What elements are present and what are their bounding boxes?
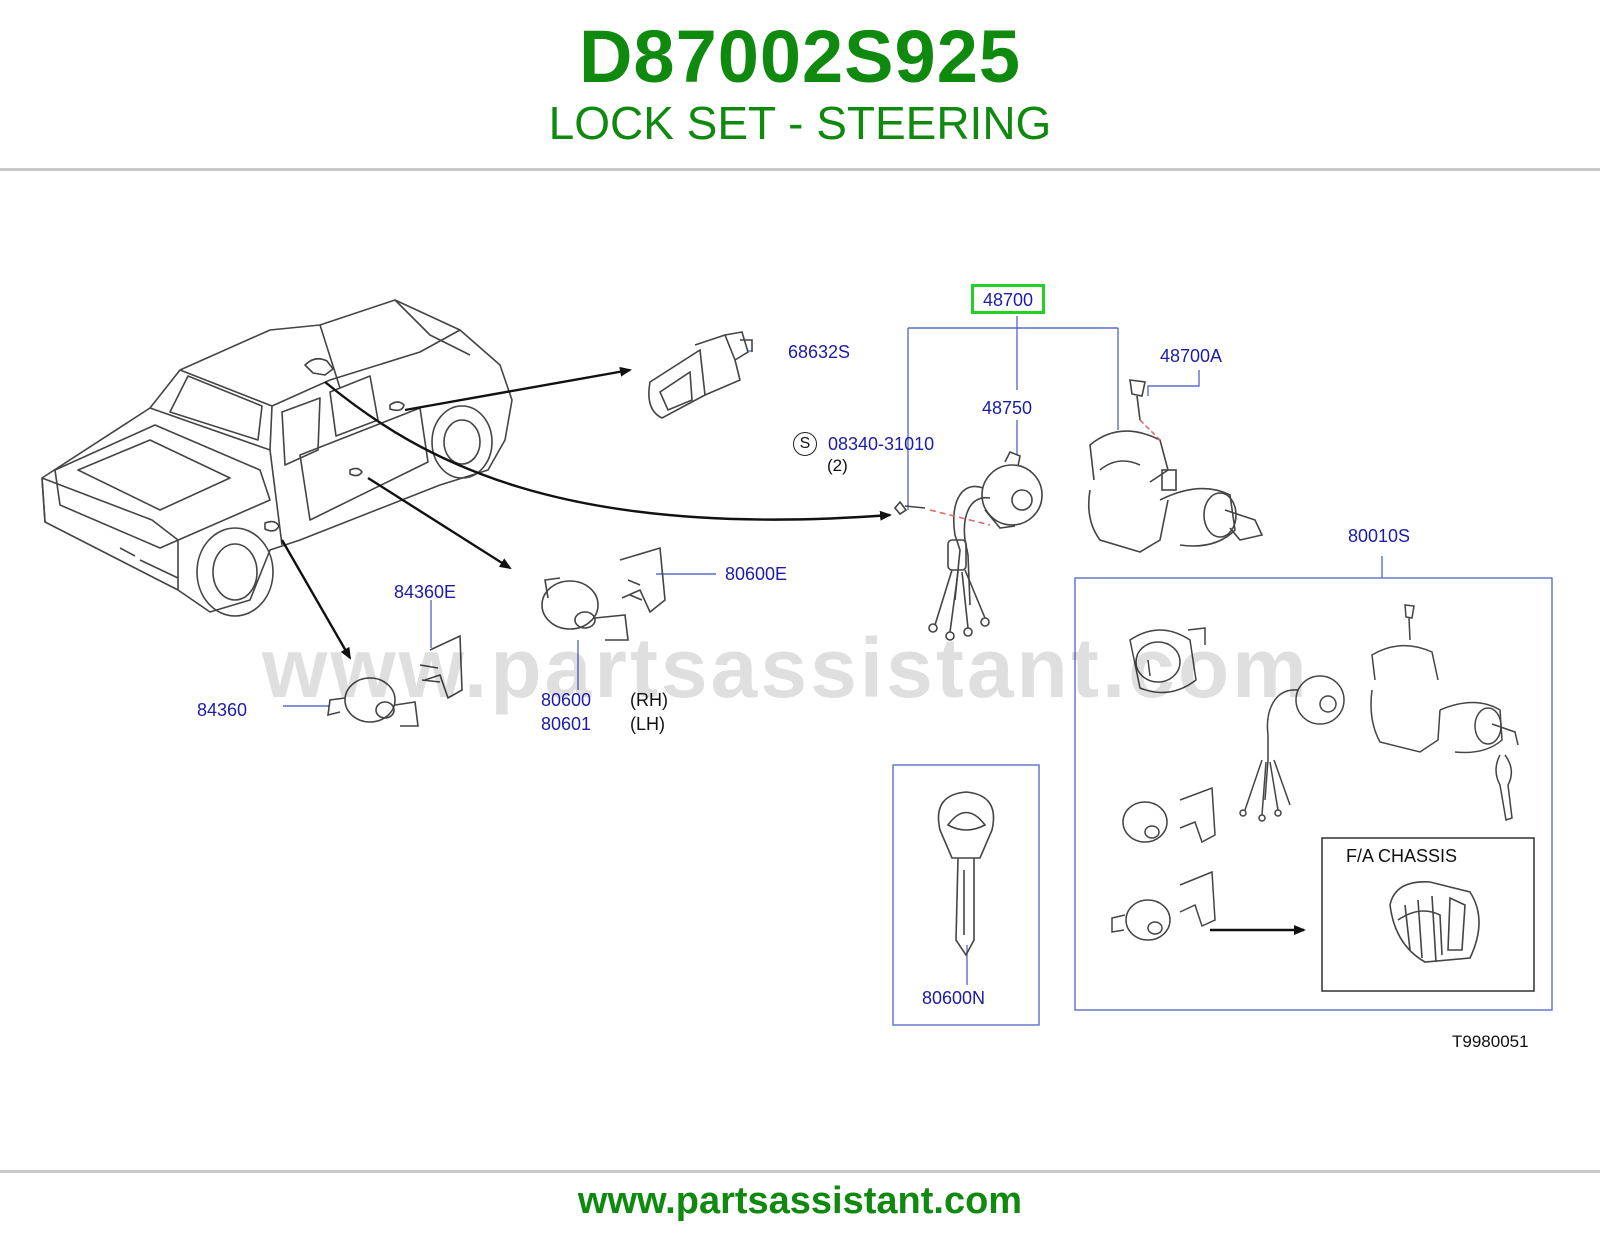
part-48700A-illustration [1087, 379, 1264, 553]
part-84360-illustration [327, 634, 463, 727]
callout-lines [283, 316, 1383, 985]
part-label-80600[interactable]: 80600 [541, 690, 592, 710]
part-label-80010S[interactable]: 80010S [1348, 526, 1411, 546]
diagram-title: LOCK SET - STEERING [548, 97, 1052, 149]
part-side-80600: (RH) [630, 690, 668, 710]
part-label-48700A[interactable]: 48700A [1160, 346, 1223, 366]
part-label-84360E[interactable]: 84360E [394, 582, 457, 602]
footer-divider [0, 1170, 1600, 1173]
part-label-80600N[interactable]: 80600N [922, 988, 986, 1008]
part-label-68632S[interactable]: 68632S [788, 342, 851, 362]
part-label-80600E[interactable]: 80600E [725, 564, 788, 584]
part-label-48700[interactable]: 48700 [982, 290, 1034, 310]
part-48700-highlight[interactable]: 48700 [971, 284, 1045, 314]
part-80600N-key-illustration [937, 791, 995, 957]
pickup-truck-illustration [41, 299, 513, 617]
part-qty-08340: (2) [827, 456, 848, 475]
fa-chassis-label: F/A CHASSIS [1346, 846, 1458, 866]
key-box-frame [892, 764, 1040, 1026]
diagram-code: D87002S925 [578, 15, 1022, 98]
part-label-80601[interactable]: 80601 [541, 714, 592, 734]
part-label-08340-31010[interactable]: 08340-31010 [828, 434, 935, 454]
fa-chassis-box-frame [1321, 837, 1535, 992]
diagram-id: T9980051 [1452, 1032, 1529, 1051]
part-48750-illustration [893, 450, 1043, 641]
part-side-80601: (LH) [630, 714, 665, 734]
watermark: www.partsassistant.com [262, 621, 1310, 715]
part-label-48750[interactable]: 48750 [982, 398, 1033, 418]
footer-website-link[interactable]: www.partsassistant.com [577, 1180, 1023, 1222]
part-68632S-illustration [648, 331, 753, 419]
fa-chassis-lock-illustration [1389, 881, 1480, 963]
lock-set-box-frame [1074, 577, 1553, 1011]
part-label-84360[interactable]: 84360 [197, 700, 248, 720]
part-80600-illustration [541, 546, 666, 641]
part-80010S-set-illustration [1111, 604, 1519, 941]
location-arrows [280, 366, 1306, 935]
standard-part-s-mark: S [793, 432, 817, 456]
header-divider [0, 168, 1600, 171]
